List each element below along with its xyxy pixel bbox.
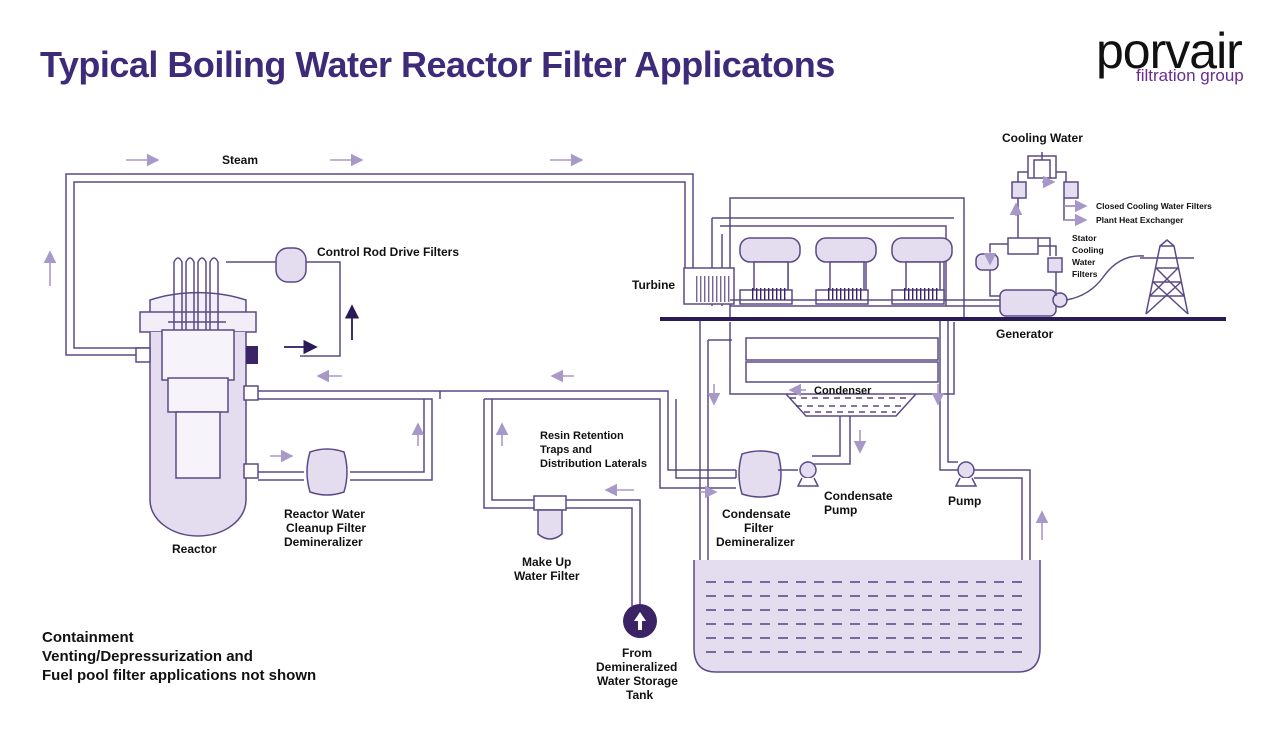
footnote: Containment Venting/Depressurization and…	[42, 628, 316, 685]
label-stator-3: Water	[1072, 257, 1096, 267]
label-generator: Generator	[996, 327, 1054, 341]
label-condensate-filter-1: Condensate	[722, 507, 791, 521]
closed-cooling-filter-right	[1063, 181, 1079, 199]
label-turbine: Turbine	[632, 278, 675, 292]
label-resin-3: Distribution Laterals	[540, 458, 647, 470]
label-condenser: Condenser	[814, 385, 872, 397]
stator-filter-right	[1047, 257, 1063, 273]
label-steam: Steam	[222, 153, 258, 167]
label-rwcu-2: Cleanup Filter	[286, 521, 366, 535]
label-pump: Pump	[948, 494, 981, 508]
footnote-line-2: Venting/Depressurization and	[42, 648, 253, 665]
logo-tagline: filtration group	[1136, 66, 1244, 85]
label-stator-2: Cooling	[1072, 245, 1104, 255]
storage-pool	[693, 560, 1041, 673]
label-rwcu-3: Demineralizer	[284, 535, 363, 549]
turbine-chest-3	[891, 237, 953, 263]
flow-arrows	[43, 153, 1088, 540]
label-stator-4: Filters	[1072, 269, 1098, 279]
label-cooling-water: Cooling Water	[1002, 131, 1083, 145]
label-resin-1: Resin Retention	[540, 430, 624, 442]
label-closed-cooling: Closed Cooling Water Filters	[1096, 201, 1212, 211]
condenser-hotwell	[729, 322, 955, 417]
closed-cooling-filter-left	[1011, 181, 1027, 199]
footnote-line-3: Fuel pool filter applications not shown	[42, 667, 317, 684]
stator-heat-exchanger	[1007, 237, 1039, 255]
pool-water	[706, 581, 1030, 653]
steam-pipe	[65, 173, 694, 356]
generator	[999, 289, 1057, 317]
condensate-filter	[738, 450, 782, 498]
turbine-chest-1	[739, 237, 801, 263]
makeup-filter	[537, 509, 563, 540]
label-makeup-1: Make Up	[522, 555, 571, 569]
label-stator-1: Stator	[1072, 233, 1097, 243]
transmission-tower	[1140, 239, 1194, 315]
rwcu-filter	[306, 448, 348, 496]
condenser-water	[790, 397, 910, 413]
condensate-pump	[799, 461, 817, 479]
footnote-line-1: Containment	[42, 629, 134, 646]
label-rwcu-1: Reactor Water	[284, 507, 365, 521]
label-control-rod-drive-filters: Control Rod Drive Filters	[317, 245, 459, 259]
feed-pump	[957, 461, 975, 479]
logo-wordmark: porvair	[1096, 23, 1243, 79]
turbine-chest-2	[815, 237, 877, 263]
label-condensate-filter-3: Demineralizer	[716, 535, 795, 549]
label-plant-heat: Plant Heat Exchanger	[1096, 215, 1184, 225]
control-rod-filter	[275, 247, 307, 283]
label-condensate-pump-1: Condensate	[824, 489, 893, 503]
label-makeup-2: Water Filter	[514, 569, 580, 583]
label-from-2: Demineralized	[596, 660, 677, 674]
porvair-logo: porvair filtration group	[1096, 26, 1266, 86]
reactor-vessel	[135, 257, 259, 537]
label-from-1: From	[622, 646, 652, 660]
label-from-3: Water Storage	[597, 674, 678, 688]
label-resin-2: Traps and	[540, 444, 592, 456]
label-reactor: Reactor	[172, 542, 217, 556]
label-from-4: Tank	[626, 688, 653, 702]
stator-filter-left	[975, 253, 999, 271]
label-condensate-filter-2: Filter	[744, 521, 774, 535]
label-condensate-pump-2: Pump	[824, 503, 857, 517]
page-title: Typical Boiling Water Reactor Filter App…	[40, 44, 835, 85]
